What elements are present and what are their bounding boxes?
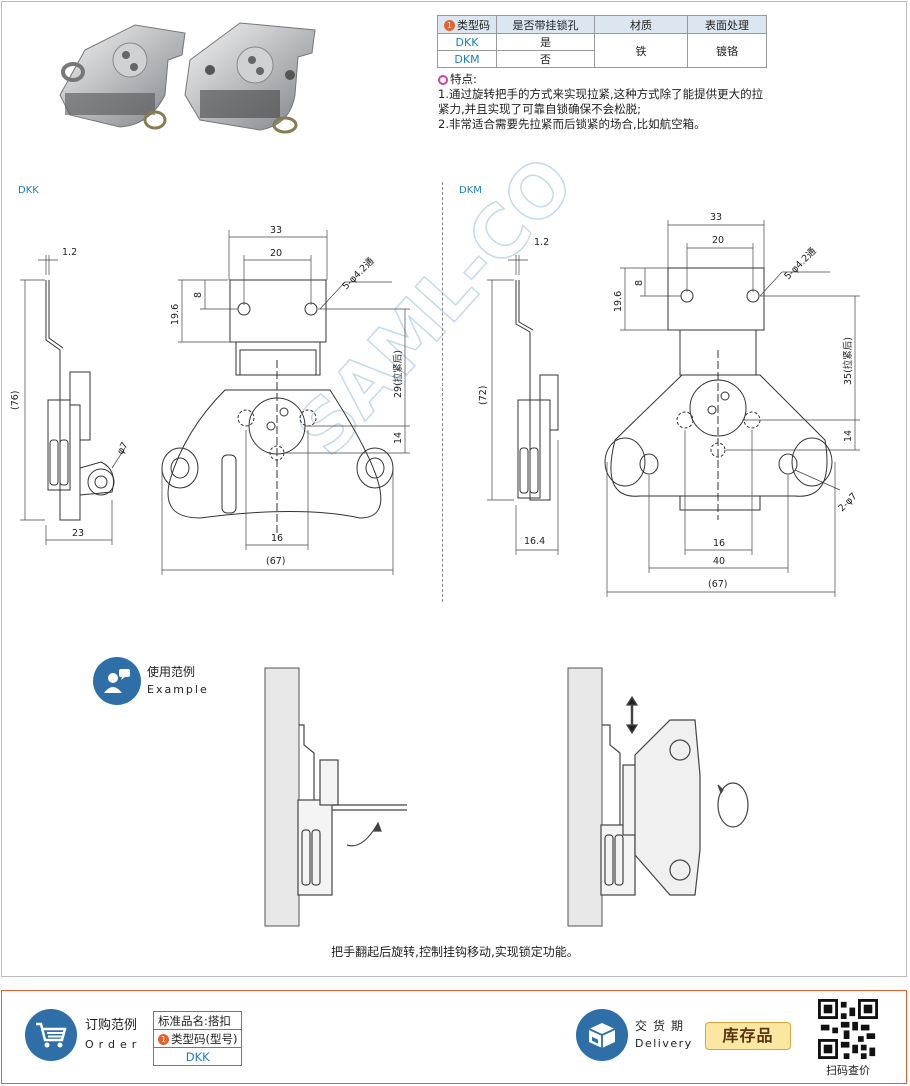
- watermark: SAML-CO: [280, 140, 590, 472]
- in-stock-button[interactable]: 库存品: [705, 1022, 791, 1050]
- dkm-drawing: 1.2 (72) 16.4 33 20 5-φ4.2通 19.6 8 35(拉紧…: [478, 212, 860, 597]
- usage-caption: 把手翻起后旋转,控制挂钩移动,实现锁定功能。: [331, 945, 579, 959]
- features-block: 特点: 1.通过旋转把手的方式来实现拉紧,这种方式除了能提供更大的拉紧力,并且实…: [438, 72, 773, 132]
- table-row: DKM 否: [437, 50, 767, 68]
- dim-pull: 29(拉紧后): [392, 350, 404, 398]
- dkm-label: DKM: [459, 185, 482, 196]
- dim-h: (72): [478, 385, 489, 405]
- order-name-cell: 标准品名:搭扣: [152, 1011, 243, 1030]
- dim-h3: 14: [393, 432, 404, 444]
- dim-w2: 20: [270, 248, 282, 259]
- feature-item: 2.非常适合需要先拉紧而后锁紧的场合,比如航空箱。: [438, 117, 706, 131]
- bullet-circle-icon: [438, 74, 448, 85]
- dim-hole: φ7: [115, 440, 131, 456]
- dim-w4: (67): [708, 579, 728, 590]
- dim-w3: 16: [271, 533, 283, 544]
- delivery-subtitle: Delivery: [635, 1037, 693, 1050]
- drawing-divider: [442, 182, 443, 602]
- type-code-cell: DKM: [437, 50, 497, 68]
- delivery-title: 交货期: [635, 1019, 690, 1033]
- table-row: DKK 是 铁 镀铬: [437, 33, 767, 68]
- order-badge: 订购范例 Order: [25, 1009, 141, 1061]
- qr-label: 扫码查价: [826, 1064, 870, 1077]
- dim-holes: 5-φ4.2通: [340, 255, 377, 292]
- features-title: 特点:: [450, 72, 477, 86]
- qr-code-icon[interactable]: [818, 999, 878, 1059]
- package-icon: [576, 1009, 628, 1061]
- example-badge: 使用范例 Example: [93, 657, 209, 705]
- type-code-cell: DKK: [437, 33, 497, 51]
- usage-illustration-side: [264, 667, 407, 927]
- dim-h2: 8: [193, 292, 204, 298]
- dim-h1: 19.6: [170, 304, 181, 325]
- dim-w3: 16: [713, 538, 725, 549]
- dim-w5: 40: [713, 556, 725, 567]
- number-1-icon: 1: [444, 19, 455, 31]
- usage-illustration-front: [567, 667, 749, 927]
- dim-depth: 16.4: [524, 536, 545, 547]
- product-dkm-photo: [184, 22, 316, 134]
- number-1-icon: 1: [158, 1033, 169, 1045]
- dim-t: 1.2: [62, 247, 77, 258]
- dim-holes: 5-φ4.2通: [782, 245, 819, 282]
- lock-hole-cell: 否: [496, 50, 595, 68]
- user-chat-icon: [93, 657, 141, 705]
- dim-depth: 23: [72, 528, 84, 539]
- dim-w2: 20: [712, 235, 724, 246]
- dkk-label: DKK: [18, 185, 39, 196]
- dim-h3: 14: [843, 430, 854, 442]
- product-photo: [59, 22, 316, 134]
- product-dkk-photo: [59, 24, 186, 130]
- table-header-surface: 表面处理: [687, 15, 767, 34]
- content-frame: [1, 1, 907, 977]
- surface-cell: 镀铬: [687, 33, 767, 68]
- order-title: 订购范例: [85, 1018, 138, 1033]
- table-header-material: 材质: [594, 15, 688, 34]
- delivery-badge: 交货期 Delivery: [576, 1009, 693, 1061]
- dim-h2: 8: [634, 280, 645, 286]
- example-subtitle: Example: [147, 683, 209, 696]
- dkk-drawing: 1.2 (76) 23 φ7 33 20 5-φ4.2通 19.6 8 29(拉…: [10, 225, 410, 575]
- table-header-lock: 是否带挂锁孔: [496, 15, 595, 34]
- dim-h: (76): [10, 390, 21, 410]
- dim-holes2: 2-φ7: [836, 491, 859, 514]
- shopping-cart-icon: [25, 1009, 77, 1061]
- lock-hole-cell: 是: [496, 33, 595, 51]
- order-subtitle: Order: [85, 1038, 142, 1051]
- dim-w4: (67): [266, 556, 286, 567]
- order-type-value-cell: DKK: [152, 1047, 243, 1066]
- dim-h1: 19.6: [613, 291, 624, 312]
- dim-pull: 35(拉紧后): [842, 337, 854, 385]
- dim-t: 1.2: [534, 237, 549, 248]
- example-title: 使用范例: [147, 665, 196, 679]
- material-cell: 铁: [594, 33, 688, 68]
- dim-w1: 33: [710, 212, 722, 223]
- feature-item: 1.通过旋转把手的方式来实现拉紧,这种方式除了能提供更大的拉紧力,并且实现了可靠…: [438, 87, 764, 116]
- dim-w1: 33: [270, 225, 282, 236]
- order-box: [1, 990, 907, 1084]
